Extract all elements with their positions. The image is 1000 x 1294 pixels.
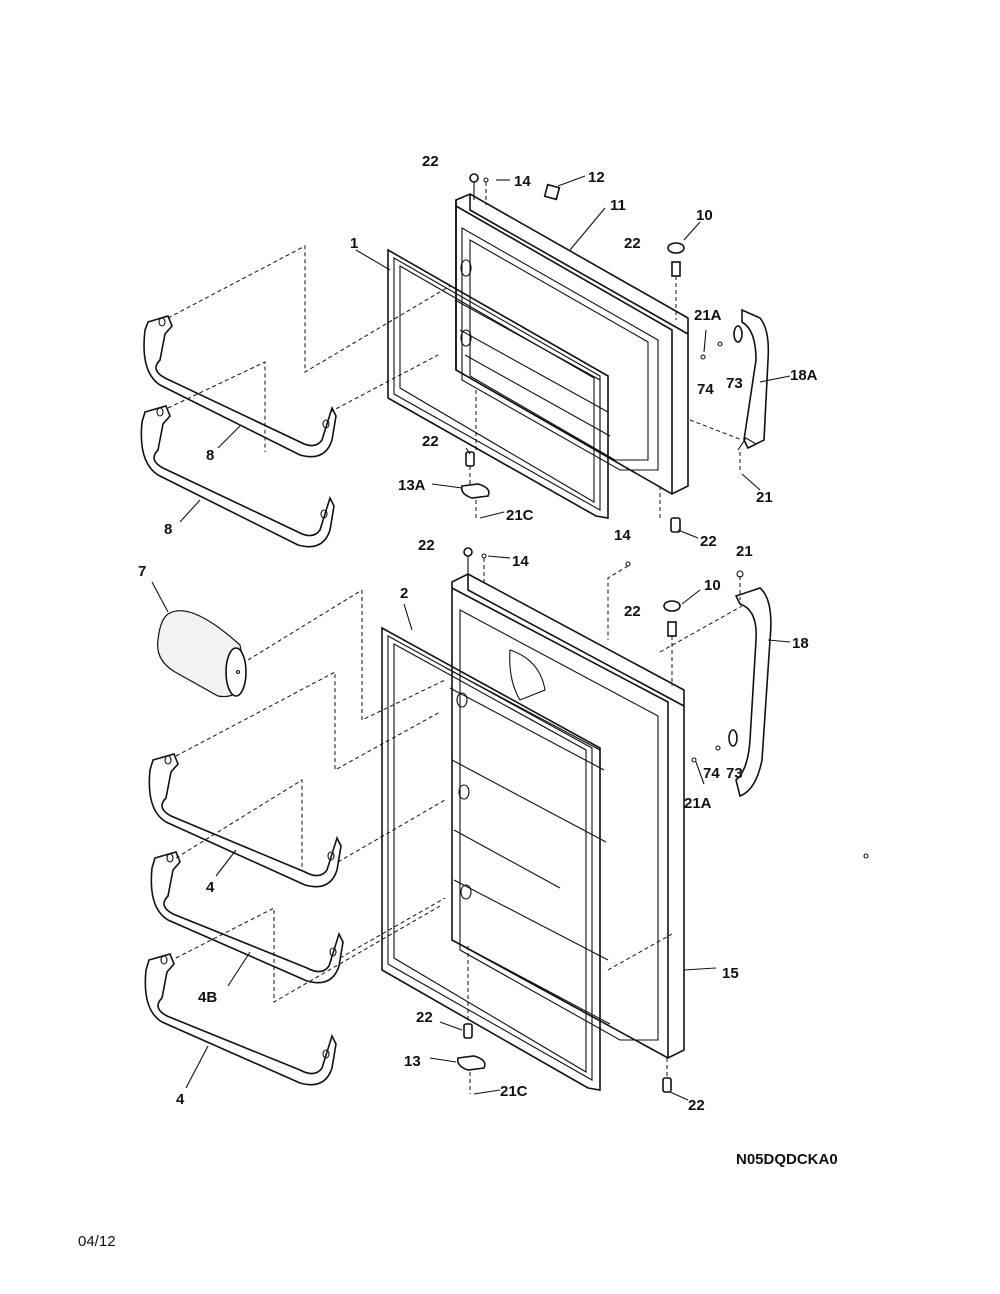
freezer-shelves xyxy=(140,245,451,548)
callout-18A: 18A xyxy=(790,367,818,384)
callout-13: 13 xyxy=(404,1053,421,1070)
callout-10: 10 xyxy=(704,577,721,594)
callout-15: 15 xyxy=(722,965,739,982)
callout-21A: 21A xyxy=(684,795,712,812)
callout-21C: 21C xyxy=(506,507,534,524)
callout-4: 4 xyxy=(176,1091,185,1108)
callout-22: 22 xyxy=(624,235,641,252)
callout-73: 73 xyxy=(726,375,743,392)
model-code: N05DQDCKA0 xyxy=(736,1151,838,1168)
callout-22: 22 xyxy=(422,153,439,170)
freezer-door-assembly xyxy=(387,173,770,533)
callout-8: 8 xyxy=(206,447,214,464)
callout-14: 14 xyxy=(614,527,631,544)
callout-14: 14 xyxy=(512,553,529,570)
callout-22: 22 xyxy=(624,603,641,620)
callout-14: 14 xyxy=(514,173,531,190)
callout-10: 10 xyxy=(696,207,713,224)
callout-21: 21 xyxy=(736,543,753,560)
fresh-food-shelves xyxy=(144,589,446,1086)
callout-22: 22 xyxy=(700,533,717,550)
callout-21: 21 xyxy=(756,489,773,506)
callout-labels: 22 14 12 11 10 22 1 21A 74 73 18A 22 13A… xyxy=(138,153,818,1114)
callout-73: 73 xyxy=(726,765,743,782)
callout-12: 12 xyxy=(588,169,605,186)
callout-11: 11 xyxy=(610,197,626,214)
callout-21A: 21A xyxy=(694,307,722,324)
callout-22: 22 xyxy=(422,433,439,450)
callout-21C: 21C xyxy=(500,1083,528,1100)
callout-22: 22 xyxy=(688,1097,705,1114)
callout-22: 22 xyxy=(418,537,435,554)
date-code: 04/12 xyxy=(78,1233,116,1250)
callout-7: 7 xyxy=(138,563,146,580)
callout-4: 4 xyxy=(206,879,215,896)
callout-74: 74 xyxy=(697,381,714,398)
leader-lines xyxy=(151,175,791,1101)
callout-4B: 4B xyxy=(198,989,217,1006)
fresh-food-door-assembly xyxy=(381,547,869,1094)
callout-1: 1 xyxy=(350,235,358,252)
callout-13A: 13A xyxy=(398,477,426,494)
callout-18: 18 xyxy=(792,635,809,652)
callout-74: 74 xyxy=(703,765,720,782)
callout-22: 22 xyxy=(416,1009,433,1026)
callout-8: 8 xyxy=(164,521,172,538)
callout-2: 2 xyxy=(400,585,408,602)
